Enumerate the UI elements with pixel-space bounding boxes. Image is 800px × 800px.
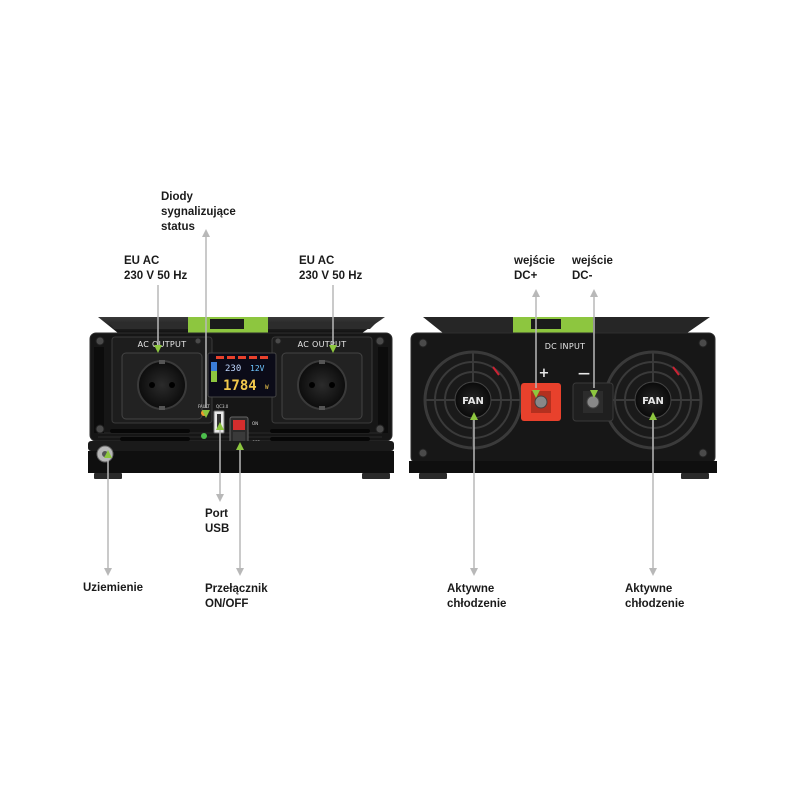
switch-on-label: ON	[252, 421, 258, 426]
lcd-ac-voltage: 230	[225, 364, 241, 374]
lcd-dc-voltage: 12V	[250, 364, 265, 373]
inverter-back-panel: DC INPUT FAN FAN + —	[409, 317, 717, 479]
front-screws	[95, 336, 385, 434]
power-led	[201, 433, 207, 439]
lcd-display	[207, 352, 277, 398]
front-vent-slots	[110, 429, 370, 441]
label-eu-ac-right: EU AC 230 V 50 Hz	[299, 255, 363, 282]
lcd-power-unit: W	[265, 384, 269, 391]
label-status-leds: Diody sygnalizujące status	[161, 191, 236, 233]
minus-sign: —	[578, 366, 590, 380]
label-cooling-right: Aktywne chłodzenie	[625, 583, 685, 610]
fan-left-label: FAN	[462, 396, 484, 407]
lcd-power-value: 1784	[223, 378, 257, 394]
usb-label: QC3.0	[216, 404, 229, 409]
inverter-front-panel: AC OUTPUT AC OUTPUT 230 12V 1784 W FAULT…	[88, 317, 394, 479]
fan-right-label: FAN	[642, 396, 664, 407]
label-dc-plus: wejście DC+	[514, 255, 555, 282]
label-cooling-left: Aktywne chłodzenie	[447, 583, 507, 610]
plus-sign: +	[539, 366, 550, 381]
fault-label: FAULT	[198, 404, 210, 409]
dc-input-label: DC INPUT	[545, 342, 586, 351]
fan-left-icon	[423, 350, 523, 450]
label-grounding: Uziemienie	[83, 582, 144, 594]
label-usb-port: Port USB	[205, 508, 230, 535]
label-power-switch: Przełącznik ON/OFF	[205, 583, 268, 610]
label-dc-minus: wejście DC-	[572, 255, 613, 282]
ac-output-right-label: AC OUTPUT	[298, 340, 347, 349]
ac-output-left-label: AC OUTPUT	[138, 340, 187, 349]
label-eu-ac-left: EU AC 230 V 50 Hz	[124, 255, 188, 282]
